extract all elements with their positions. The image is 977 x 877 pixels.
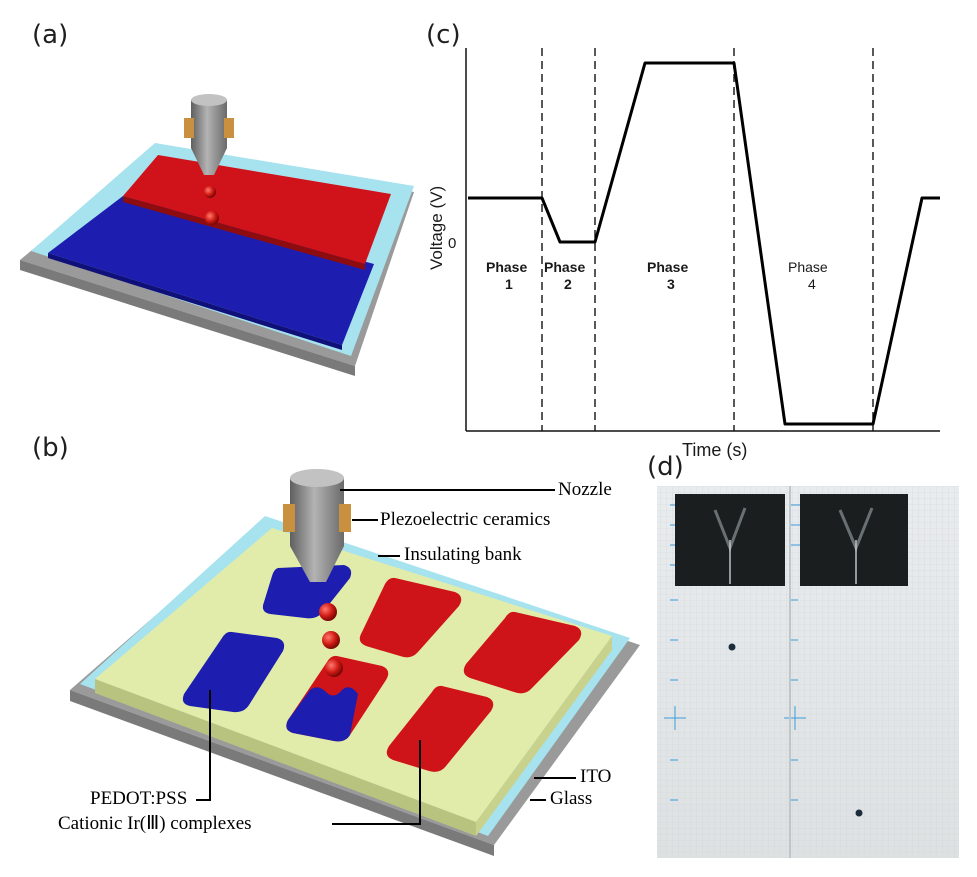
well-red-top-right <box>463 611 582 694</box>
panel-b-illustration <box>70 469 640 856</box>
x-axis-label: Time (s) <box>682 440 747 460</box>
droplet-b-3 <box>325 659 343 677</box>
nozzle-body-a <box>191 100 227 148</box>
voltage-chart: Voltage (V) 0 Time (s) Phase 1 Phase 2 P… <box>427 48 940 460</box>
label-cationic: Cationic Ir(Ⅲ) complexes <box>58 813 252 834</box>
phase-3-number: 3 <box>667 276 675 292</box>
piezo-right-a <box>224 118 234 138</box>
leader-cationic <box>332 740 421 825</box>
label-ito: ITO <box>580 766 612 787</box>
phase-2-number: 2 <box>564 276 572 292</box>
panel-label-c: (c) <box>426 20 461 50</box>
panel-a-illustration <box>20 94 414 376</box>
y-tick-zero: 0 <box>448 235 456 252</box>
piezo-left-a <box>184 118 194 138</box>
y-axis-label: Voltage (V) <box>427 186 446 270</box>
photo-droplet-1 <box>728 643 736 651</box>
photo-droplet-2 <box>855 809 863 817</box>
droplet-photo <box>657 486 959 858</box>
piezo-left-b <box>283 504 295 532</box>
droplet-b-2 <box>322 631 340 649</box>
piezo-right-b <box>339 504 351 532</box>
phase-1-number: 1 <box>505 276 513 292</box>
droplet-a-1 <box>204 186 216 198</box>
phase-4-label: Phase <box>788 259 828 275</box>
phase-2-label: Phase <box>544 259 585 275</box>
phase-4-number: 4 <box>808 276 816 292</box>
well-blue-left <box>182 631 285 713</box>
panel-label-a: (a) <box>32 20 69 50</box>
phase-3-label: Phase <box>647 259 688 275</box>
panel-label-d: (d) <box>647 452 684 482</box>
label-piezo: Plezoelectric ceramics <box>380 509 551 530</box>
well-red-top-mid <box>359 577 462 658</box>
droplet-a-2 <box>205 211 219 225</box>
nozzle-body-b <box>290 478 344 546</box>
blue-film-a <box>48 196 374 345</box>
well-red-bottom <box>386 685 494 772</box>
label-glass: Glass <box>550 788 593 809</box>
leader-pedot <box>196 690 211 801</box>
voltage-waveform <box>468 61 940 426</box>
panel-label-b: (b) <box>32 433 69 463</box>
label-bank: Insulating bank <box>404 544 522 565</box>
well-blue-top <box>262 565 352 619</box>
label-nozzle: Nozzle <box>558 479 612 500</box>
phase-1-label: Phase <box>486 259 527 275</box>
well-mixed <box>286 655 389 742</box>
label-pedot: PEDOT:PSS <box>90 788 188 809</box>
droplet-b-1 <box>319 603 337 621</box>
red-film-a <box>123 155 391 264</box>
